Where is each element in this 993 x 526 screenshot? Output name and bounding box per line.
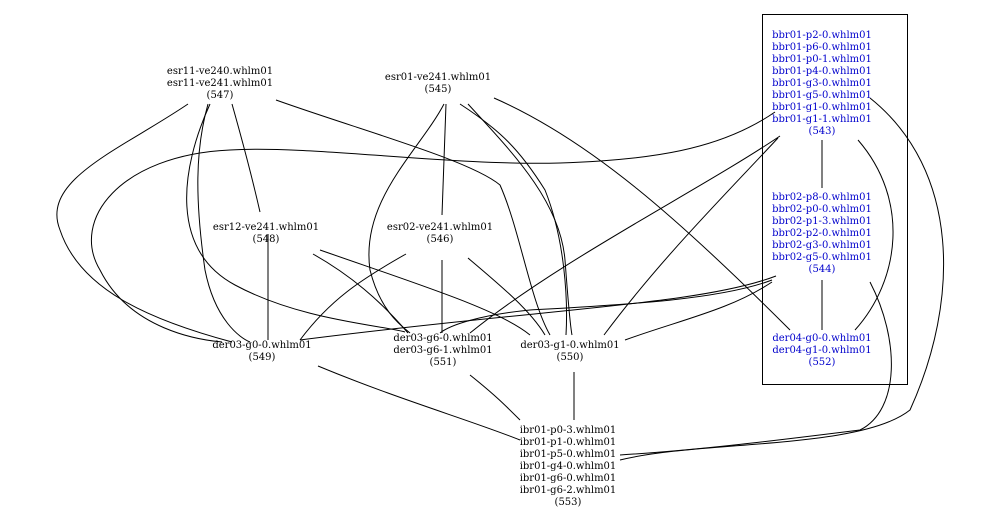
node-label-line: esr11-ve240.whlm01 (166, 66, 274, 77)
node-548[interactable]: esr12-ve241.whlm01(548) (196, 222, 336, 246)
graph-edge (56, 103, 233, 343)
node-label-line: der04-g1-0.whlm01 (772, 345, 872, 356)
node-label-line: bbr01-g1-0.whlm01 (772, 102, 872, 113)
node-id-label: (545) (424, 84, 452, 95)
node-label-line: bbr01-p6-0.whlm01 (772, 42, 872, 53)
node-label-line: esr11-ve241.whlm01 (166, 78, 274, 89)
node-545[interactable]: esr01-ve241.whlm01(545) (368, 72, 508, 96)
node-label-line: ibr01-p0-3.whlm01 (519, 425, 617, 436)
graph-edge (197, 103, 251, 343)
node-label-line: der03-g0-0.whlm01 (212, 340, 312, 351)
graph-edge (469, 374, 521, 421)
node-label-line: bbr01-p2-0.whlm01 (772, 30, 872, 41)
node-id-label: (543) (808, 126, 836, 137)
graph-edge (439, 279, 773, 334)
graph-edge (619, 281, 892, 456)
node-label-line: der03-g1-0.whlm01 (520, 340, 620, 351)
node-label-line: ibr01-g6-0.whlm01 (519, 473, 617, 484)
node-label-line: bbr01-g5-0.whlm01 (772, 90, 872, 101)
node-550[interactable]: der03-g1-0.whlm01(550) (500, 340, 640, 364)
graph-edge (459, 103, 568, 336)
graph-edge (467, 257, 546, 336)
node-label-line: bbr02-p2-0.whlm01 (772, 228, 872, 239)
node-id-label: (551) (429, 357, 457, 368)
graph-edge (299, 275, 777, 341)
node-label-line: bbr02-p1-3.whlm01 (772, 216, 872, 227)
graph-edge (319, 249, 531, 336)
node-label-line: ibr01-p1-0.whlm01 (519, 437, 617, 448)
graph-edge (603, 137, 779, 336)
node-label-line: bbr01-p0-1.whlm01 (772, 54, 872, 65)
node-label-line: esr01-ve241.whlm01 (384, 72, 492, 83)
node-label-line: esr12-ve241.whlm01 (212, 222, 320, 233)
graph-edge (231, 103, 261, 213)
node-549[interactable]: der03-g0-0.whlm01(549) (192, 340, 332, 364)
graph-edge (312, 253, 409, 334)
graph-edge (493, 97, 791, 331)
node-label-line: esr02-ve241.whlm01 (386, 222, 494, 233)
backbone-cluster-box (762, 14, 908, 385)
node-id-label: (553) (554, 497, 582, 508)
graph-edge (90, 111, 776, 343)
graph-edge (854, 139, 894, 331)
graph-edge (467, 103, 573, 336)
graph-edge (368, 103, 445, 334)
graph-edge (317, 365, 521, 441)
graph-edge (275, 99, 551, 336)
node-label-line: der04-g0-0.whlm01 (772, 333, 872, 344)
node-label-line: der03-g6-1.whlm01 (393, 345, 493, 356)
node-id-label: (552) (808, 357, 836, 368)
node-label-line: ibr01-g4-0.whlm01 (519, 461, 617, 472)
node-label-line: bbr02-p8-0.whlm01 (772, 192, 872, 203)
node-label-line: bbr02-g5-0.whlm01 (772, 252, 872, 263)
node-id-label: (547) (206, 90, 234, 101)
node-label-line: bbr02-g3-0.whlm01 (772, 240, 872, 251)
node-id-label: (549) (248, 352, 276, 363)
node-label-line: bbr01-g3-0.whlm01 (772, 78, 872, 89)
node-id-label: (550) (556, 352, 584, 363)
graph-edge (624, 281, 773, 341)
node-id-label: (544) (808, 264, 836, 275)
node-546[interactable]: esr02-ve241.whlm01(546) (370, 222, 510, 246)
graph-edge (469, 135, 781, 334)
node-id-label: (548) (252, 234, 280, 245)
node-label-line: ibr01-p5-0.whlm01 (519, 449, 617, 460)
node-label-line: ibr01-g6-2.whlm01 (519, 485, 617, 496)
graph-edge (299, 253, 407, 341)
node-id-label: (546) (426, 234, 454, 245)
node-label-line: der03-g6-0.whlm01 (393, 333, 493, 344)
node-label-line: bbr01-g1-1.whlm01 (772, 114, 872, 125)
node-label-line: bbr01-p4-0.whlm01 (772, 66, 872, 77)
graph-edge (186, 103, 406, 333)
node-label-line: bbr02-p0-0.whlm01 (772, 204, 872, 215)
